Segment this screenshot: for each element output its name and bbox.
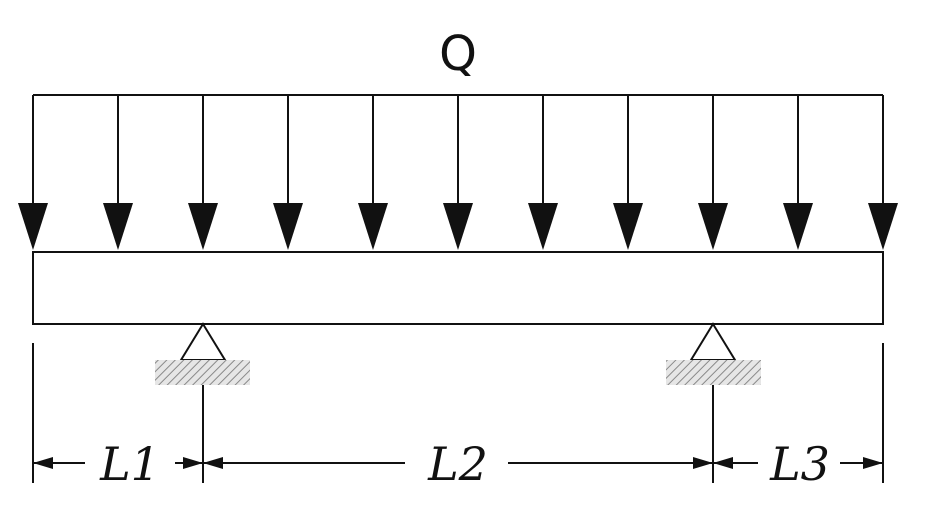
load-label: Q bbox=[439, 26, 477, 82]
load-arrow bbox=[868, 95, 898, 250]
left-pin-support bbox=[155, 322, 250, 385]
left-support-ground bbox=[155, 360, 250, 385]
beam bbox=[32, 251, 884, 325]
load-arrow bbox=[443, 95, 473, 250]
dimension-l3: L3 bbox=[713, 437, 883, 491]
dimension-l2: L2 bbox=[203, 437, 713, 491]
dimension-l1: L1 bbox=[33, 437, 203, 491]
load-arrow bbox=[103, 95, 133, 250]
load-arrow bbox=[528, 95, 558, 250]
load-arrow bbox=[698, 95, 728, 250]
left-support-triangle bbox=[179, 322, 227, 361]
dimension-extension-lines bbox=[32, 343, 884, 483]
distributed-load-arrows bbox=[18, 95, 898, 250]
load-arrow bbox=[783, 95, 813, 250]
load-arrow bbox=[188, 95, 218, 250]
dimension-label-l1: L1 bbox=[99, 437, 160, 491]
right-support-ground bbox=[666, 360, 761, 385]
load-arrow bbox=[273, 95, 303, 250]
dimension-label-l3: L3 bbox=[769, 437, 830, 491]
right-pin-support bbox=[666, 322, 761, 385]
dimension-label-l2: L2 bbox=[427, 437, 488, 491]
load-arrow bbox=[18, 95, 48, 250]
load-arrow bbox=[613, 95, 643, 250]
right-support-triangle bbox=[689, 322, 737, 361]
load-arrow bbox=[358, 95, 388, 250]
